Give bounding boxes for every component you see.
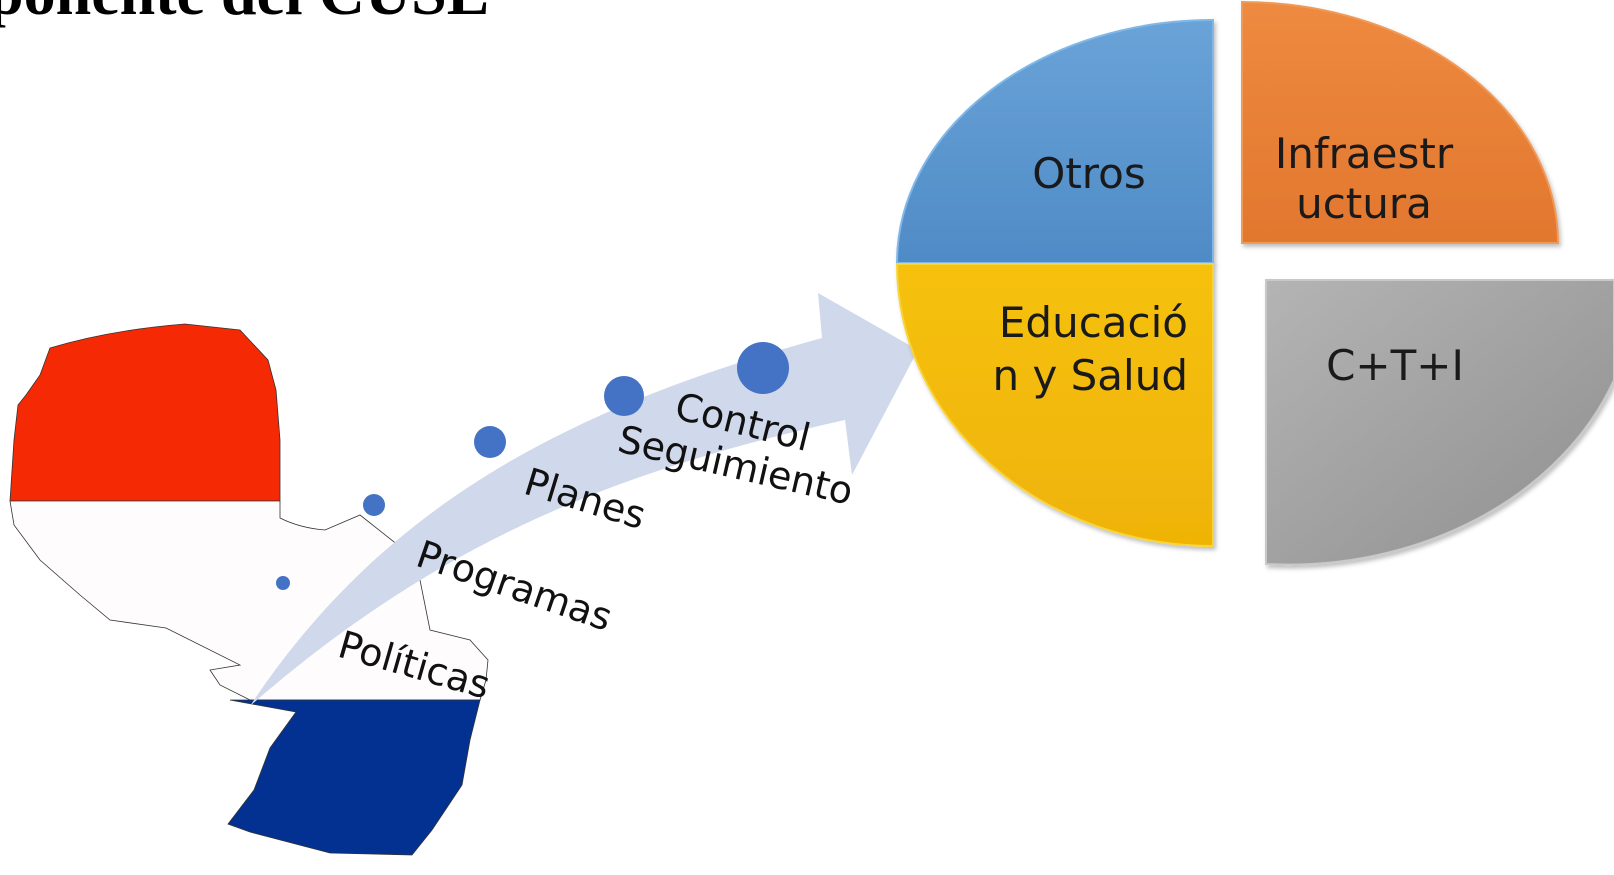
arrow-shape [250, 293, 918, 706]
step-dot-4 [604, 376, 644, 416]
quadrant-label-educacion-2: n y Salud [992, 351, 1188, 400]
step-dot-5 [737, 342, 789, 394]
slide-title: ponente del CUSE [0, 0, 489, 28]
step-dot-2 [363, 494, 385, 516]
step-dot-3 [474, 426, 506, 458]
quadrant-infraestructura [1241, 0, 1560, 244]
quadrant-label-infraestructura-2: uctura [1296, 179, 1432, 228]
process-arrow [250, 293, 918, 706]
quadrant-label-infraestructura-1: Infraestr [1275, 129, 1454, 178]
map-blue-band [227, 699, 481, 856]
quadrant-otros [895, 18, 1214, 264]
quadrant-label-otros: Otros [1032, 149, 1145, 198]
quadrant-educacion-salud [895, 263, 1214, 548]
quadrant-label-educacion-1: Educació [999, 298, 1188, 347]
step-dot-1 [276, 576, 290, 590]
label-programas: Programas [411, 532, 618, 640]
paraguay-flag-map [9, 323, 489, 856]
arrow-dots [276, 342, 789, 590]
quadrant-label-cti: C+T+I [1326, 341, 1464, 390]
map-red-band [9, 323, 281, 502]
quadrant-cti [1265, 279, 1614, 566]
quadrant-diagram: Otros Infraestr uctura Educació n y Salu… [895, 0, 1614, 566]
